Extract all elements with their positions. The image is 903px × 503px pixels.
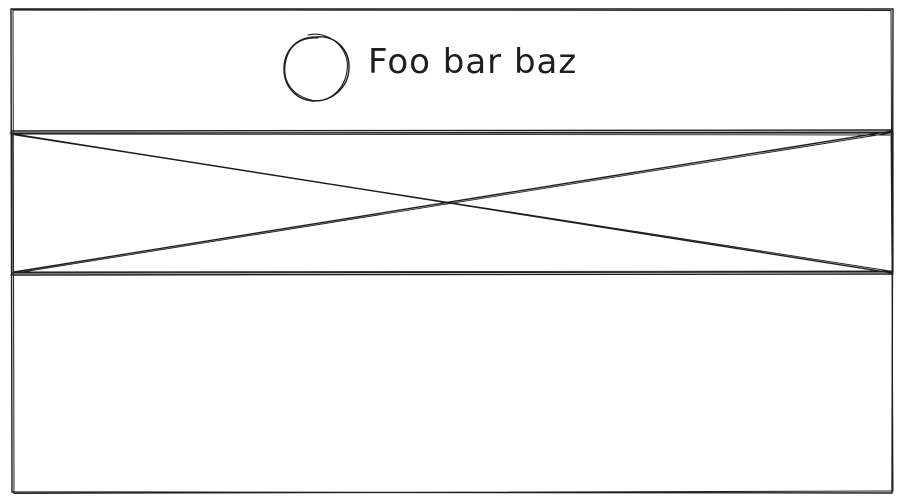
body-section xyxy=(13,276,892,277)
image-placeholder-icon xyxy=(11,130,894,274)
hero-image-placeholder xyxy=(10,130,894,276)
outer-frame xyxy=(10,8,894,495)
page-title: Foo bar baz xyxy=(368,42,578,82)
circle-logo-icon xyxy=(283,33,350,102)
